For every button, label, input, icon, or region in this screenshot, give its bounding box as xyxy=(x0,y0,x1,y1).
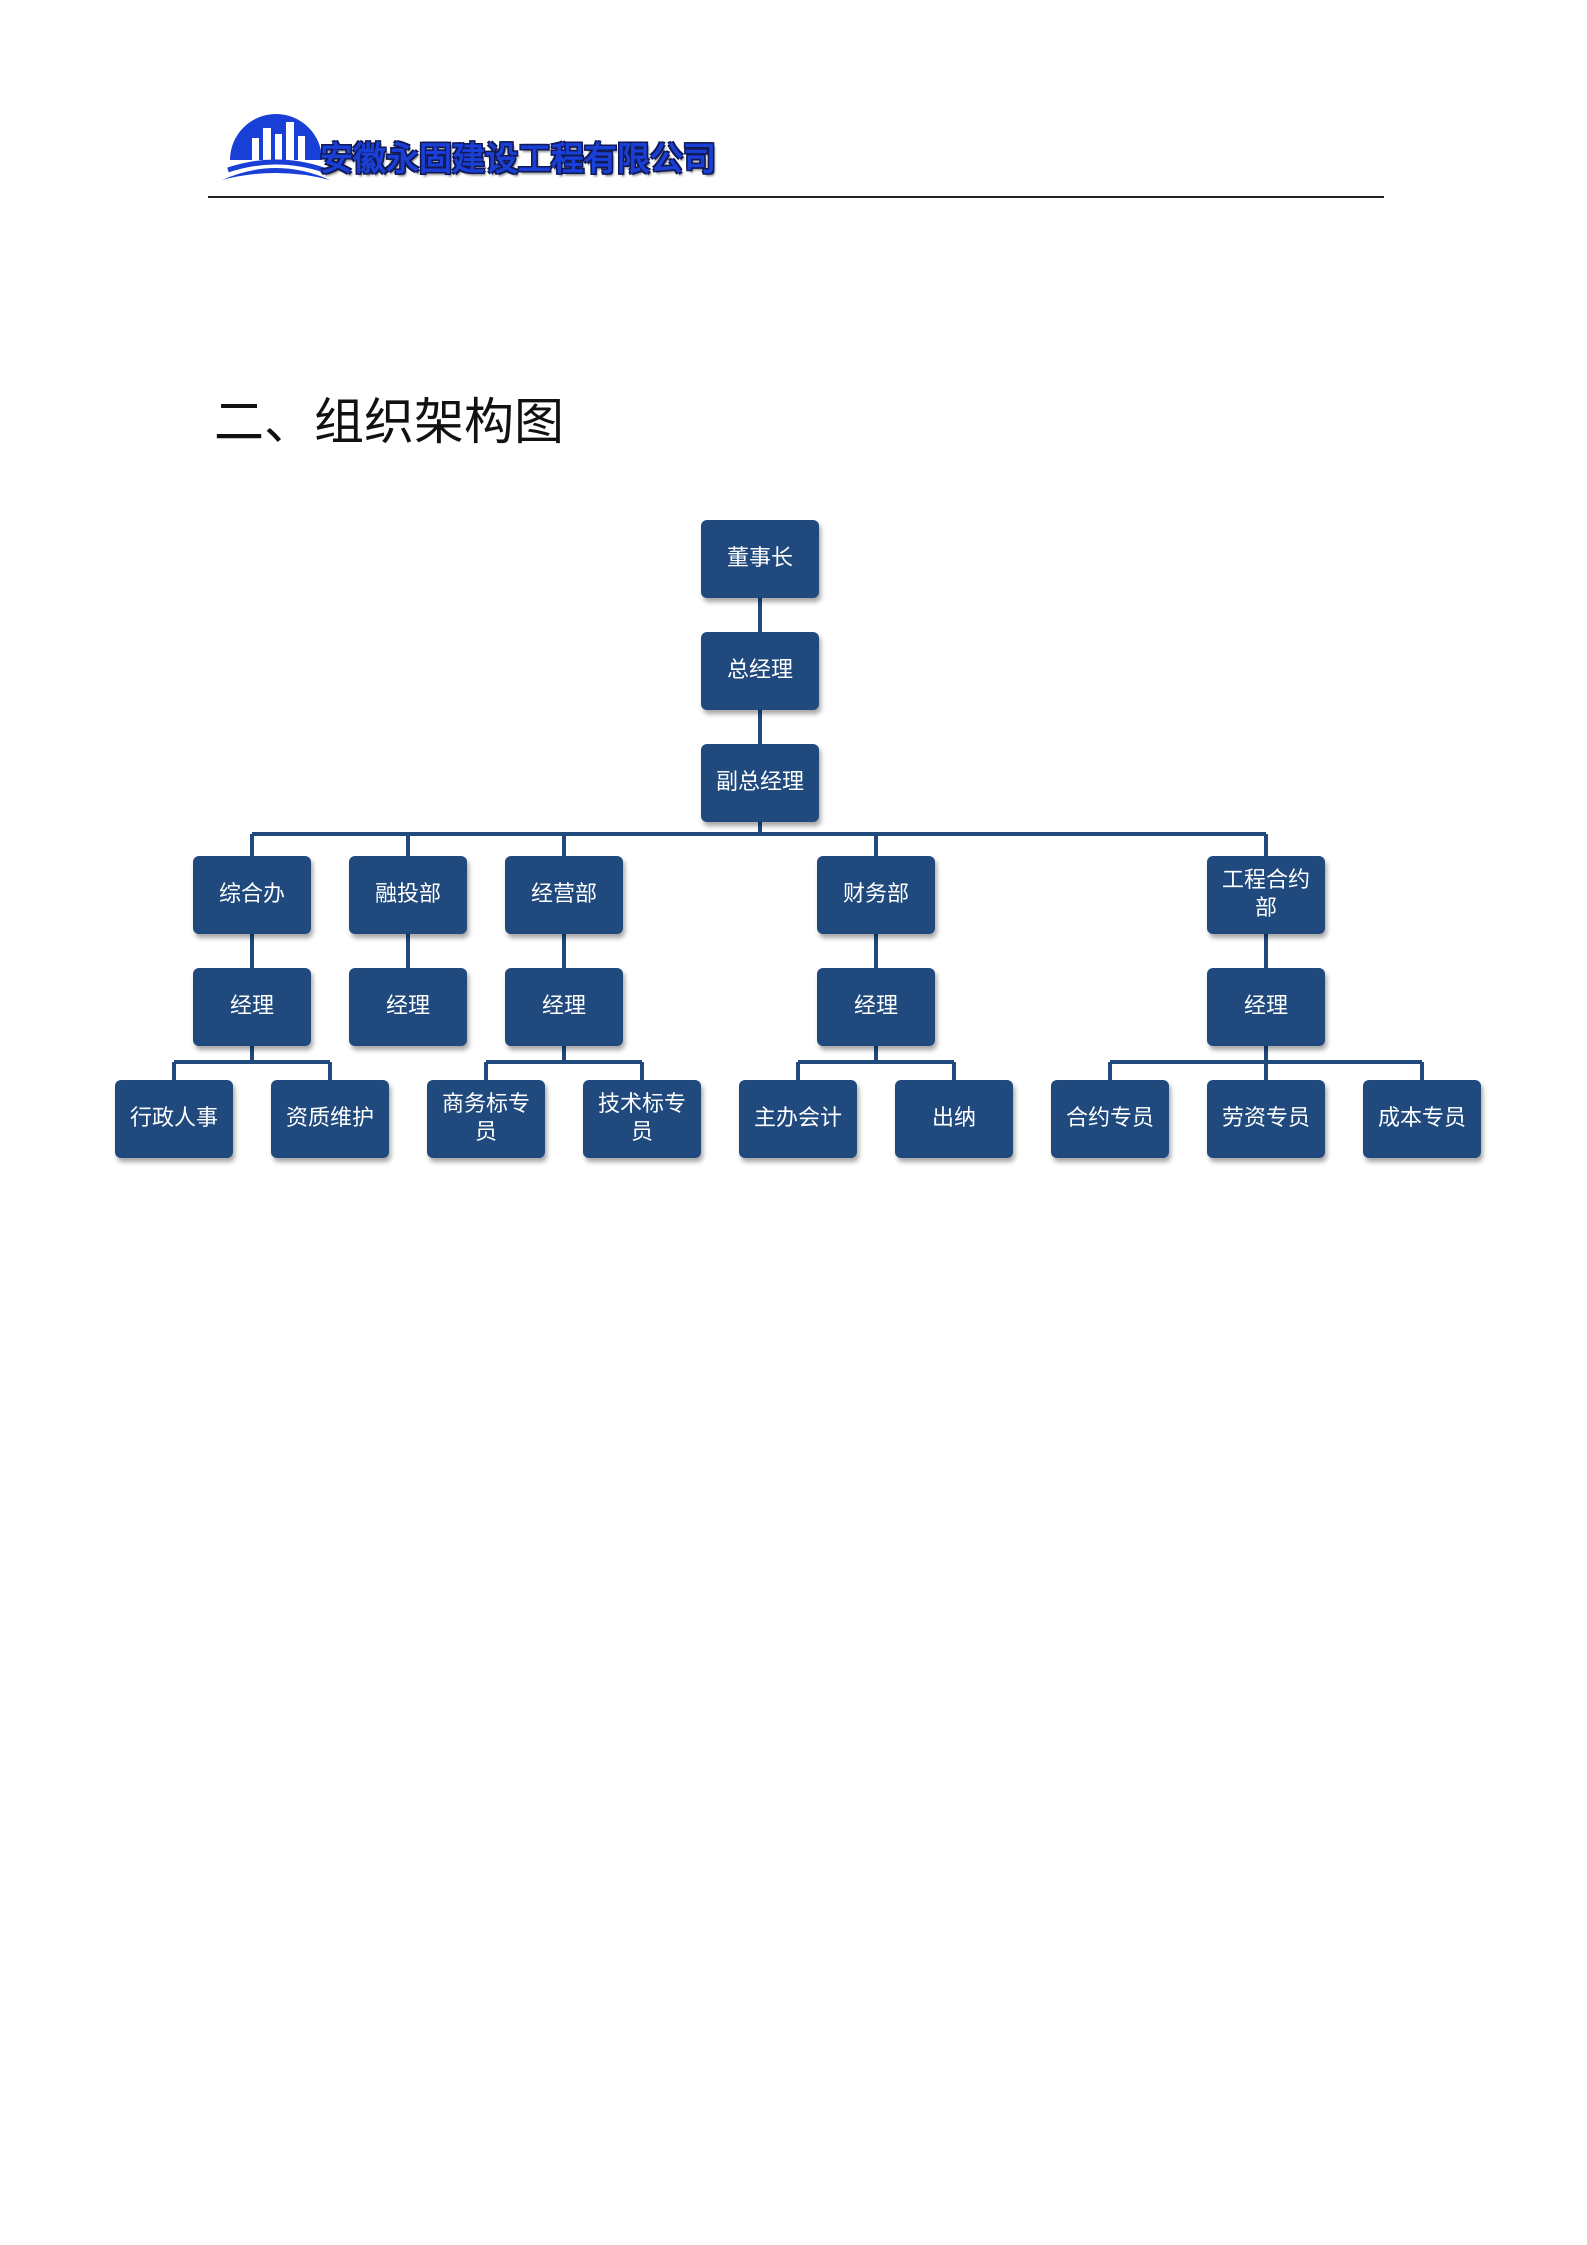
node-manager-finance: 经理 xyxy=(817,968,935,1046)
node-staff-commercial-bid: 商务标专员 xyxy=(427,1080,545,1158)
section-title: 二、组织架构图 xyxy=(214,393,564,451)
node-staff-contract: 合约专员 xyxy=(1051,1080,1169,1158)
node-staff-qualification: 资质维护 xyxy=(271,1080,389,1158)
node-staff-admin-hr: 行政人事 xyxy=(115,1080,233,1158)
node-staff-labor: 劳资专员 xyxy=(1207,1080,1325,1158)
node-manager-engineering-contract: 经理 xyxy=(1207,968,1325,1046)
node-staff-cashier: 出纳 xyxy=(895,1080,1013,1158)
node-dept-engineering-contract: 工程合约部 xyxy=(1207,856,1325,934)
node-staff-technical-bid: 技术标专员 xyxy=(583,1080,701,1158)
node-manager-business: 经理 xyxy=(505,968,623,1046)
company-logo-icon xyxy=(222,114,330,180)
node-dept-general-office: 综合办 xyxy=(193,856,311,934)
node-deputy-general-manager: 副总经理 xyxy=(701,744,819,822)
node-manager-finance-investment: 经理 xyxy=(349,968,467,1046)
node-dept-finance-investment: 融投部 xyxy=(349,856,467,934)
node-chairman: 董事长 xyxy=(701,520,819,598)
node-dept-finance: 财务部 xyxy=(817,856,935,934)
node-staff-chief-accountant: 主办会计 xyxy=(739,1080,857,1158)
header-divider xyxy=(208,196,1384,198)
node-general-manager: 总经理 xyxy=(701,632,819,710)
node-dept-business: 经营部 xyxy=(505,856,623,934)
company-name: 安徽永固建设工程有限公司 xyxy=(320,139,716,178)
node-manager-general-office: 经理 xyxy=(193,968,311,1046)
node-staff-cost: 成本专员 xyxy=(1363,1080,1481,1158)
